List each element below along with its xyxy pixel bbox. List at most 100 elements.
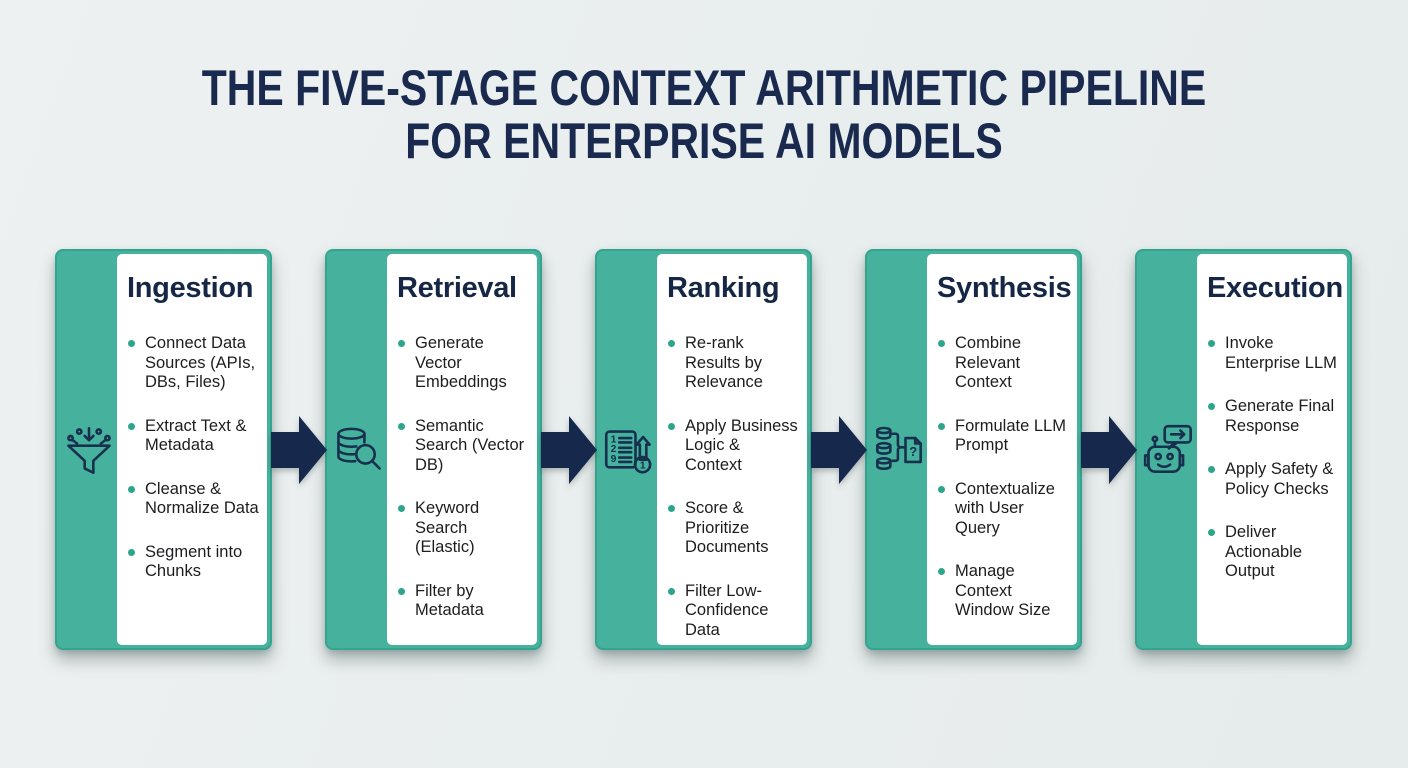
stage-bullet: Extract Text & Metadata bbox=[127, 417, 259, 456]
stage-title: Ingestion bbox=[127, 272, 254, 304]
bullet-text: Re-rank Results by Relevance bbox=[685, 334, 763, 391]
stage-bullet: Invoke Enterprise LLM bbox=[1207, 334, 1339, 373]
stage-title: Retrieval bbox=[397, 272, 517, 304]
stage-bullet: Apply Business Logic & Context bbox=[667, 417, 799, 476]
bullet-text: Connect Data Sources (APIs, DBs, Files) bbox=[145, 334, 256, 391]
bullet-text: Deliver Actionable Output bbox=[1225, 523, 1303, 580]
arrow-right-icon bbox=[810, 415, 867, 484]
stage-bullet: Filter Low-Confidence Data bbox=[667, 582, 799, 641]
stage-bullet: Generate Final Response bbox=[1207, 397, 1339, 436]
bullet-dot-icon bbox=[668, 340, 675, 347]
arrow-right-icon bbox=[1080, 415, 1137, 484]
stage-bullet: Semantic Search (Vector DB) bbox=[397, 417, 529, 476]
bullet-dot-icon bbox=[938, 485, 945, 493]
bullet-text: Combine Relevant Context bbox=[955, 334, 1022, 391]
bullet-dot-icon bbox=[398, 340, 405, 347]
stage-bullet-list: Connect Data Sources (APIs, DBs, Files) … bbox=[127, 334, 259, 582]
stage-panel: Execution Invoke Enterprise LLM Generate… bbox=[1197, 254, 1347, 645]
bullet-text: Semantic Search (Vector DB) bbox=[415, 416, 525, 474]
stage-title: Ranking bbox=[667, 272, 780, 304]
stage-panel: Retrieval Generate Vector Embeddings Sem… bbox=[387, 254, 537, 645]
svg-text:1: 1 bbox=[610, 434, 616, 445]
stage-bullet: Combine Relevant Context bbox=[937, 334, 1069, 393]
bullet-dot-icon bbox=[128, 422, 135, 430]
bullet-dot-icon bbox=[668, 587, 675, 595]
stage-bullet-list: Re-rank Results by Relevance Apply Busin… bbox=[667, 334, 799, 640]
stage-stripe: 1 2 9 1 bbox=[600, 254, 657, 645]
bullet-dot-icon bbox=[668, 422, 675, 430]
stage-bullet: Re-rank Results by Relevance bbox=[667, 334, 799, 393]
bullet-dot-icon bbox=[398, 505, 405, 512]
bullet-text: Apply Safety & Policy Checks bbox=[1225, 460, 1334, 498]
stage-card-execution: Execution Invoke Enterprise LLM Generate… bbox=[1135, 249, 1352, 650]
stage-card-ingestion: Ingestion Connect Data Sources (APIs, DB… bbox=[55, 249, 272, 650]
stage-bullet: Formulate LLM Prompt bbox=[937, 417, 1069, 456]
stage-stripe: ? bbox=[870, 254, 927, 645]
bullet-text: Cleanse & Normalize Data bbox=[145, 479, 259, 518]
stage-bullet: Generate Vector Embeddings bbox=[397, 334, 529, 393]
bullet-dot-icon bbox=[398, 587, 405, 595]
bullet-dot-icon bbox=[128, 548, 135, 556]
arrow-right-icon bbox=[540, 415, 597, 484]
bullet-text: Manage Context Window Size bbox=[955, 562, 1051, 619]
bullet-dot-icon bbox=[1208, 403, 1215, 410]
stage-card-retrieval: Retrieval Generate Vector Embeddings Sem… bbox=[325, 249, 542, 650]
svg-text:2: 2 bbox=[610, 444, 616, 455]
bullet-text: Apply Business Logic & Context bbox=[685, 416, 798, 474]
bullet-text: Segment into Chunks bbox=[145, 542, 243, 581]
bullet-text: Generate Vector Embeddings bbox=[415, 334, 507, 391]
bullet-text: Contextualize with User Query bbox=[955, 479, 1055, 537]
bullet-dot-icon bbox=[1208, 340, 1215, 347]
stage-bullet-list: Generate Vector Embeddings Semantic Sear… bbox=[397, 334, 529, 621]
robot-chat-icon bbox=[1143, 424, 1195, 476]
flow-arrow-3 bbox=[810, 249, 867, 650]
stage-stripe bbox=[330, 254, 387, 645]
bullet-text: Invoke Enterprise LLM bbox=[1225, 334, 1337, 372]
stage-bullet: Filter by Metadata bbox=[397, 582, 529, 621]
svg-text:?: ? bbox=[909, 443, 917, 458]
stage-bullet: Manage Context Window Size bbox=[937, 562, 1069, 621]
stage-bullet: Apply Safety & Policy Checks bbox=[1207, 460, 1339, 499]
bullet-dot-icon bbox=[1208, 466, 1215, 473]
page-title-line2: FOR ENTERPRISE AI MODELS bbox=[405, 113, 1003, 169]
stage-title: Synthesis bbox=[937, 272, 1072, 304]
stage-bullet: Deliver Actionable Output bbox=[1207, 523, 1339, 582]
bullet-dot-icon bbox=[1208, 529, 1215, 536]
bullet-text: Generate Final Response bbox=[1225, 397, 1335, 435]
database-search-icon bbox=[333, 424, 385, 476]
bullet-text: Score & Prioritize Documents bbox=[685, 499, 769, 556]
bullet-text: Keyword Search (Elastic) bbox=[415, 499, 480, 556]
bullet-dot-icon bbox=[938, 340, 945, 347]
arrow-right-icon bbox=[270, 415, 327, 484]
stage-bullet: Cleanse & Normalize Data bbox=[127, 480, 259, 519]
funnel-data-icon bbox=[63, 424, 115, 476]
stage-bullet: Segment into Chunks bbox=[127, 543, 259, 582]
bullet-dot-icon bbox=[938, 422, 945, 430]
stage-bullet-list: Combine Relevant Context Formulate LLM P… bbox=[937, 334, 1069, 621]
bullet-dot-icon bbox=[668, 505, 675, 512]
context-merge-icon: ? bbox=[873, 424, 925, 476]
stage-panel: Synthesis Combine Relevant Context Formu… bbox=[927, 254, 1077, 645]
stage-bullet: Keyword Search (Elastic) bbox=[397, 499, 529, 558]
flow-arrow-2 bbox=[540, 249, 597, 650]
ranked-list-icon: 1 2 9 1 bbox=[603, 424, 655, 476]
bullet-dot-icon bbox=[128, 485, 135, 493]
bullet-dot-icon bbox=[398, 422, 405, 430]
stage-panel: Ingestion Connect Data Sources (APIs, DB… bbox=[117, 254, 267, 645]
stage-card-ranking: 1 2 9 1 Ranking Re-rank Results by Relev… bbox=[595, 249, 812, 650]
bullet-text: Filter by Metadata bbox=[415, 581, 484, 620]
page-title: THE FIVE-STAGE CONTEXT ARITHMETIC PIPELI… bbox=[127, 62, 1282, 168]
bullet-text: Extract Text & Metadata bbox=[145, 416, 247, 455]
stage-bullet: Score & Prioritize Documents bbox=[667, 499, 799, 558]
stage-title: Execution bbox=[1207, 272, 1343, 304]
stage-bullet: Connect Data Sources (APIs, DBs, Files) bbox=[127, 334, 259, 393]
stage-stripe bbox=[1140, 254, 1197, 645]
flow-arrow-4 bbox=[1080, 249, 1137, 650]
pipeline-row: Ingestion Connect Data Sources (APIs, DB… bbox=[55, 249, 1353, 650]
bullet-dot-icon bbox=[128, 340, 135, 347]
stage-panel: Ranking Re-rank Results by Relevance App… bbox=[657, 254, 807, 645]
svg-text:9: 9 bbox=[610, 453, 616, 464]
stage-bullet-list: Invoke Enterprise LLM Generate Final Res… bbox=[1207, 334, 1339, 582]
bullet-text: Filter Low-Confidence Data bbox=[685, 581, 769, 639]
